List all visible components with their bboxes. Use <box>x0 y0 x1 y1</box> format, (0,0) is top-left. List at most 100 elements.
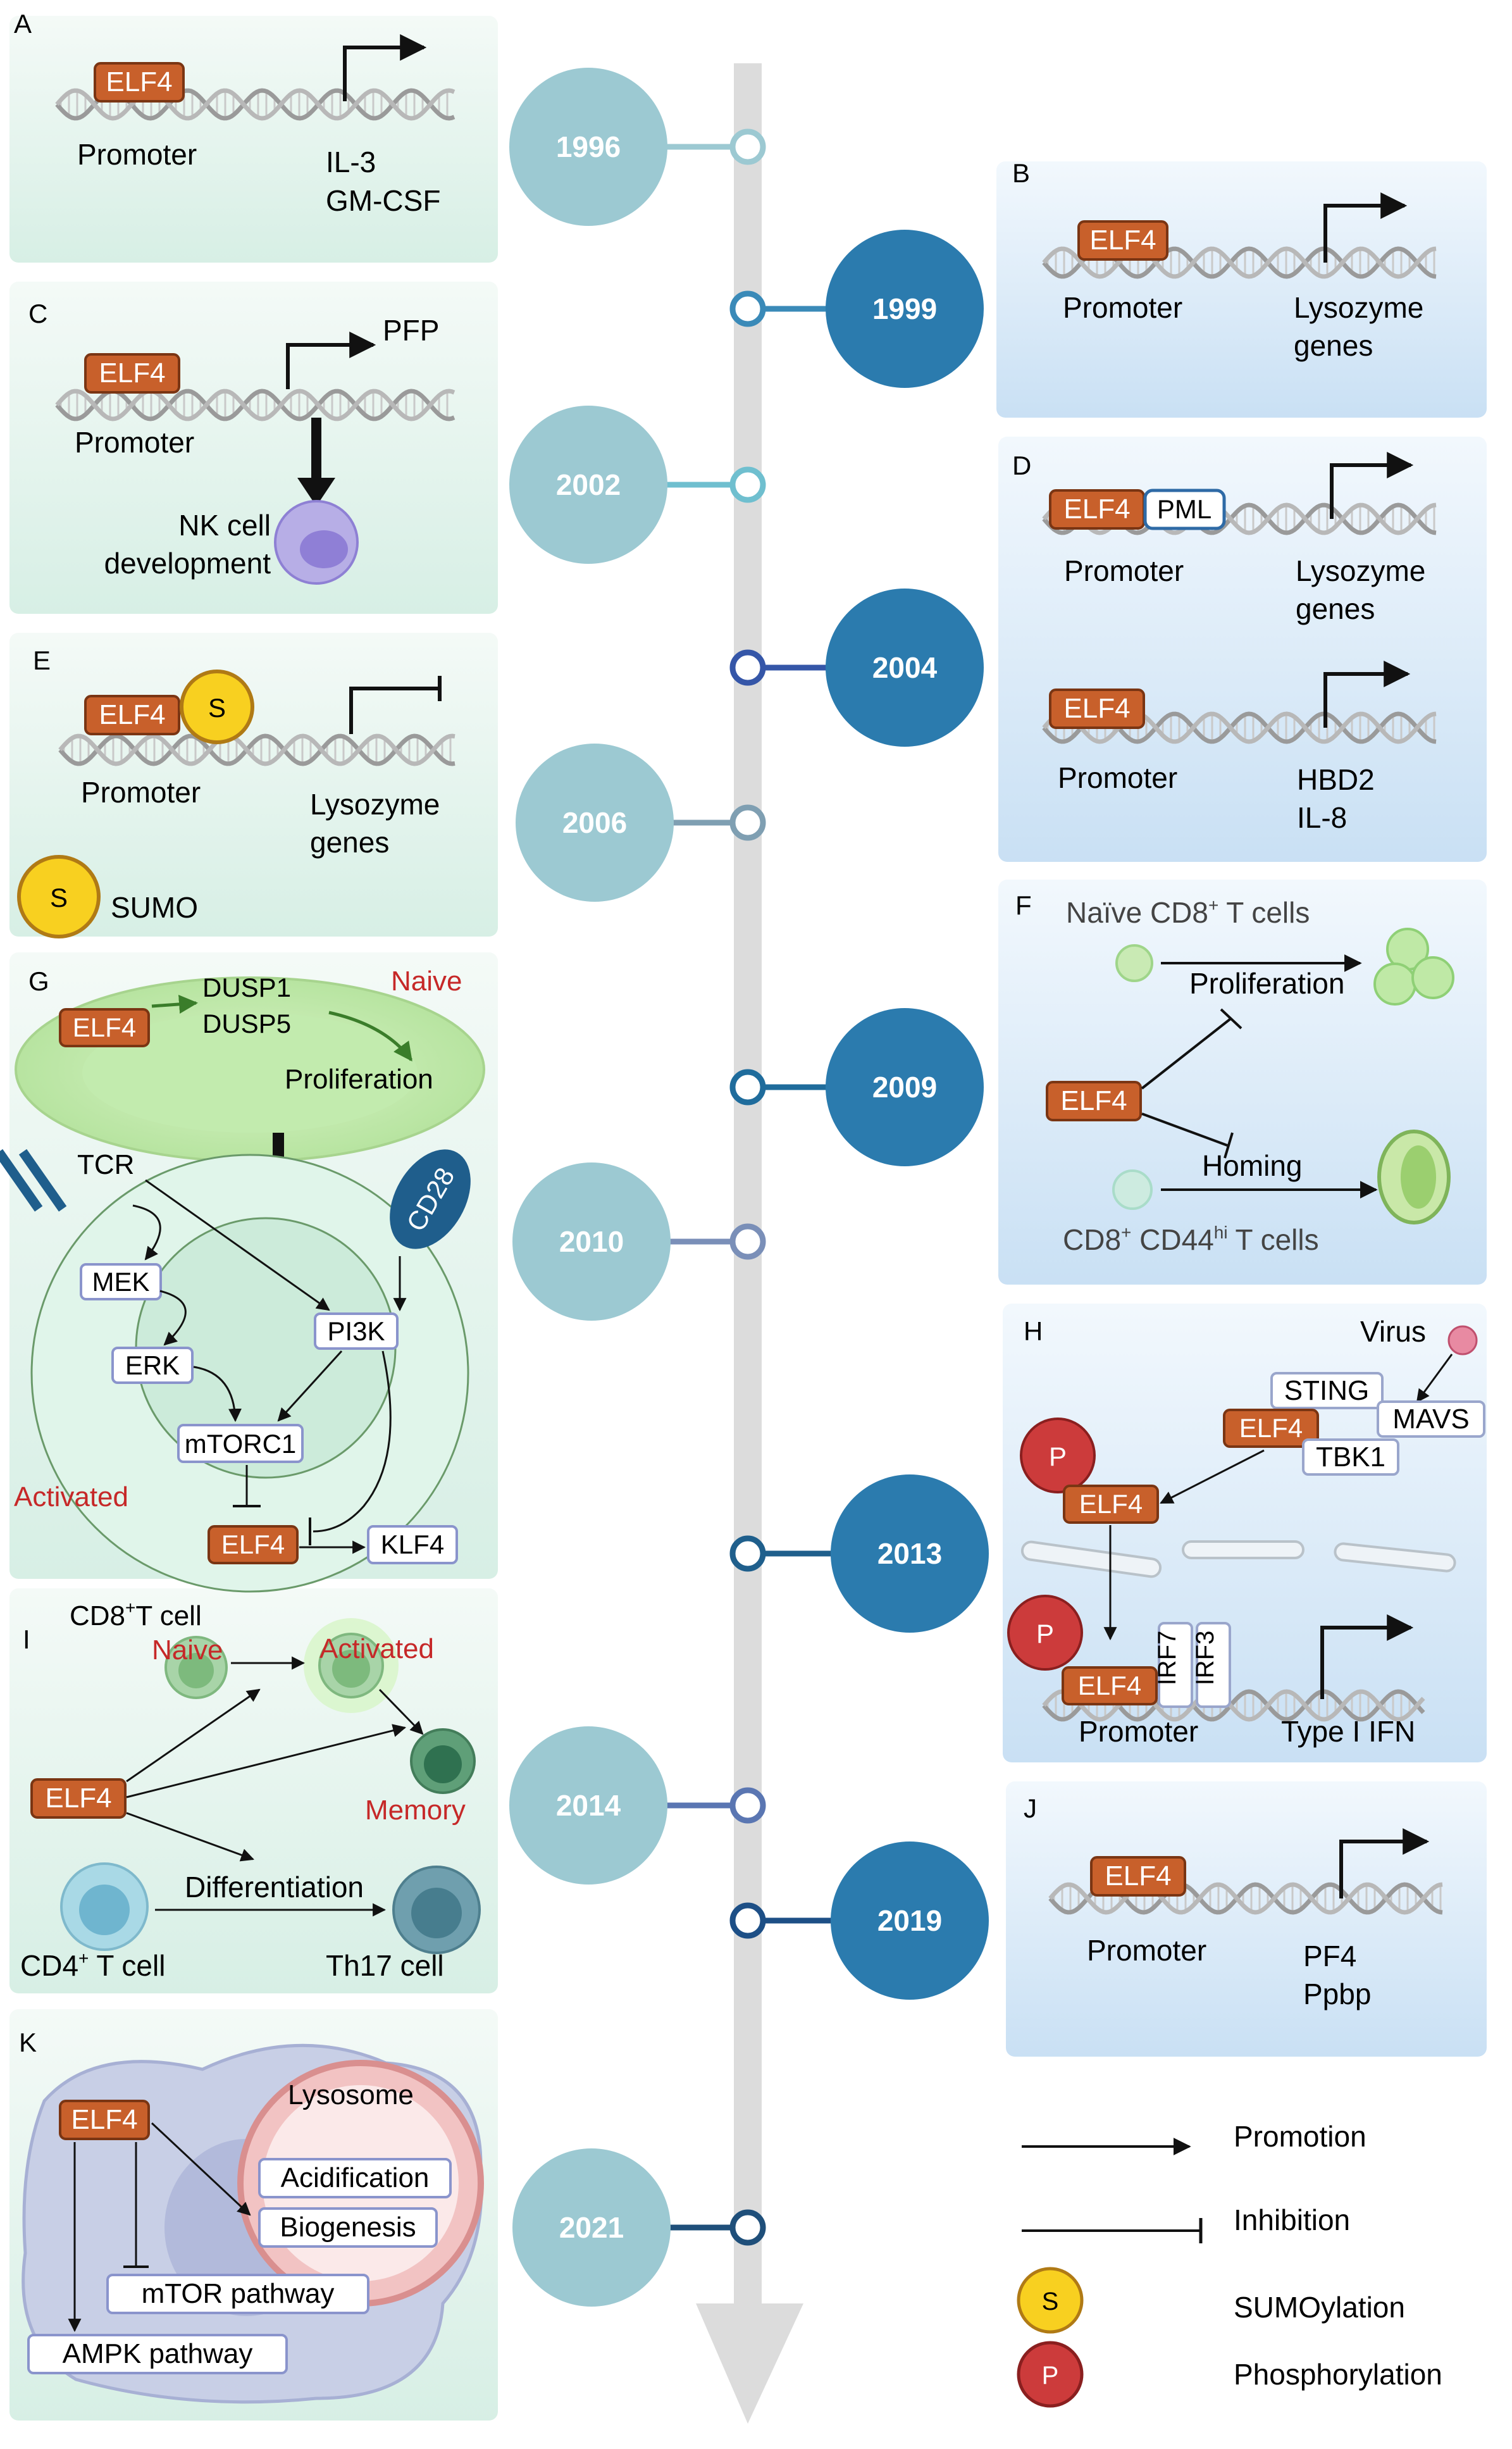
proliferation-label: Proliferation <box>285 1064 433 1095</box>
panel-letter: G <box>28 966 49 996</box>
elf4-box <box>1090 1856 1186 1897</box>
panel-d-bg <box>998 437 1487 862</box>
elf4-box <box>1063 1485 1159 1524</box>
lymph-node-core <box>1401 1145 1436 1209</box>
sumoylation-label: SUMOylation <box>1234 2291 1405 2324</box>
transcription-arrow <box>1323 661 1411 728</box>
transcription-arrow <box>1320 1614 1414 1699</box>
naive-label: Naive <box>152 1635 223 1666</box>
sumo-circle <box>17 855 101 938</box>
promoter-label: Promoter <box>1058 761 1177 794</box>
target-label: genes <box>1294 329 1373 362</box>
panel-letter: F <box>1015 890 1032 920</box>
pml-label: PML <box>1157 494 1211 524</box>
panel-j-bg <box>1006 1781 1487 2057</box>
elf4-label: ELF4 <box>99 358 165 389</box>
memory-cell-icon <box>1112 1169 1153 1210</box>
dna-helix-icon <box>58 733 455 766</box>
target-label: PF4 <box>1303 1940 1356 1972</box>
elf4-label: ELF4 <box>99 699 165 730</box>
elf4-label: ELF4 <box>221 1530 285 1559</box>
target-label: IL-8 <box>1297 801 1347 834</box>
panel-j: J ELF4 Promoter PF4 Ppbp <box>1024 1793 1430 2010</box>
elf4-box <box>1223 1409 1319 1448</box>
promoter-label: Promoter <box>81 776 201 809</box>
target-label: IL-3 <box>326 146 376 178</box>
panel-b-bg <box>996 161 1487 418</box>
year-label: 2002 <box>556 468 621 501</box>
elf4-box <box>94 62 185 103</box>
elf4-label: ELF4 <box>1063 494 1130 525</box>
inhibition-bar <box>1224 1132 1234 1159</box>
transcription-arrow <box>1339 1828 1430 1898</box>
pi3k-label: PI3K <box>327 1316 385 1346</box>
target-label: PFP <box>383 314 439 347</box>
irf3-box <box>1196 1622 1231 1708</box>
elf4-label: ELF4 <box>45 1783 111 1814</box>
cd8-label: CD8+T cell <box>70 1598 202 1631</box>
panel-letter: C <box>28 299 47 328</box>
elf4-box <box>1077 220 1168 261</box>
year-label: 2014 <box>556 1789 621 1822</box>
mtor-pathway-box <box>106 2274 369 2314</box>
mek-box <box>80 1263 162 1300</box>
dna-helices <box>55 88 1443 1915</box>
differentiation-label: Differentiation <box>185 1871 364 1904</box>
panel-k: K Lysosome Acidification Biogenesis ELF4… <box>19 2028 484 2404</box>
arrow-head <box>297 478 335 506</box>
timeline-axis <box>696 63 803 2424</box>
promoter-label: Promoter <box>77 138 197 171</box>
signal-arrow <box>126 1688 261 1783</box>
year-marker-1996: 1996 <box>509 68 766 226</box>
effect-label: development <box>104 547 271 580</box>
sumo-s-label: S <box>1042 2288 1059 2315</box>
homing-label: Homing <box>1202 1149 1303 1182</box>
nucleus-icon <box>300 530 348 568</box>
mtorc1-label: mTORC1 <box>185 1429 297 1459</box>
cd28-icon <box>390 1149 471 1249</box>
panel-e: E ELF4 S Promoter Lysozyme genes S SUMO <box>17 645 442 938</box>
target-label: Lysozyme <box>1294 291 1423 324</box>
sumo-circle <box>1017 2267 1084 2334</box>
phosphate-circle <box>1007 1595 1083 1671</box>
signal-arrow <box>145 1179 330 1311</box>
irf7-box <box>1158 1622 1193 1708</box>
th17-nucleus-icon <box>411 1888 462 1938</box>
dusp5-label: DUSP5 <box>202 1009 291 1038</box>
panel-letter: K <box>19 2028 37 2057</box>
panel-b: B ELF4 Promoter Lysozyme genes <box>1012 158 1423 362</box>
year-label: 2021 <box>559 2211 624 2244</box>
elf4-label: ELF4 <box>1239 1413 1303 1443</box>
inhibition-bar <box>1220 1008 1242 1030</box>
elf4-box <box>84 695 180 735</box>
elf4-label: ELF4 <box>1063 693 1130 724</box>
signal-arrow <box>151 2122 251 2216</box>
year-marker-2002: 2002 <box>509 406 766 564</box>
target-label: Ppbp <box>1303 1978 1371 2010</box>
elf4-label: ELF4 <box>71 2104 137 2135</box>
green-arrow <box>151 994 198 1014</box>
panel-i: I CD8+T cell Naive Activated Memory ELF4… <box>20 1598 481 1982</box>
target-label: genes <box>310 826 389 859</box>
year-label: 2019 <box>877 1904 942 1937</box>
year-marker-2013: 2013 <box>729 1474 989 1633</box>
year-marker-1999: 1999 <box>729 230 984 388</box>
panel-a: A ELF4 Promoter IL-3 GM-CSF <box>14 9 440 217</box>
elf4-label: ELF4 <box>1079 1489 1143 1519</box>
activated-nucleus-icon <box>332 1650 370 1688</box>
inhibition-label: Inhibition <box>1234 2203 1350 2236</box>
signal-arrow <box>126 1724 407 1798</box>
virus-icon <box>1447 1325 1478 1355</box>
sumo-s-label: S <box>208 693 226 723</box>
elf4-label: ELF4 <box>106 66 172 97</box>
panel-c: C ELF4 Promoter PFP NK cell development <box>28 299 439 585</box>
transcription-arrow <box>286 332 376 389</box>
target-label: genes <box>1296 592 1375 625</box>
signal-arrow <box>277 1350 343 1422</box>
transcription-arrow <box>1330 452 1414 519</box>
signal-arrow <box>193 1366 242 1423</box>
signal-arrow <box>132 1204 161 1261</box>
year-label: 1996 <box>556 130 621 163</box>
memory-cell-label: CD8+ CD44hi T cells <box>1063 1223 1319 1256</box>
phosphorylation-label: Phosphorylation <box>1234 2358 1442 2391</box>
